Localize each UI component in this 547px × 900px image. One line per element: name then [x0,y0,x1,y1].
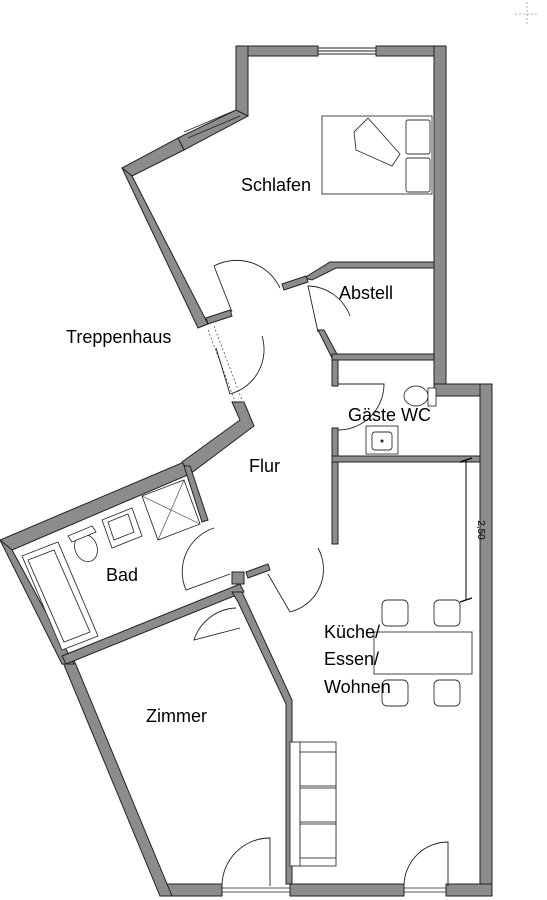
bathtub-icon [21,541,99,651]
room-label-gaeste-wc: Gäste WC [348,405,431,425]
room-label-flur: Flur [249,456,280,476]
north-marker-icon [515,2,539,26]
doors [181,259,449,887]
toilet-icon [403,385,437,407]
exterior-walls [0,45,493,897]
bath-toilet-icon [67,525,98,563]
room-label-kueche-3: Wohnen [324,677,391,697]
wc-sink-icon [365,425,399,455]
room-label-bad: Bad [106,565,138,585]
room-labels: Schlafen Abstell Treppenhaus Gäste WC Fl… [66,175,431,726]
double-bed [321,115,433,195]
sofa [289,741,337,867]
bath-sink-icon [101,507,143,549]
room-label-treppenhaus: Treppenhaus [66,327,171,347]
dining-table [373,599,473,707]
interior-walls [61,261,481,885]
shower-icon [141,479,201,541]
room-label-kueche-1: Küche/ [324,622,380,642]
windows [183,47,446,893]
room-label-abstell: Abstell [339,283,393,303]
dimension-line: 2,50 [459,457,486,603]
dimension-label: 2,50 [475,520,486,540]
room-label-zimmer: Zimmer [146,706,207,726]
room-label-kueche-2: Essen/ [324,649,379,669]
room-label-schlafen: Schlafen [241,175,311,195]
